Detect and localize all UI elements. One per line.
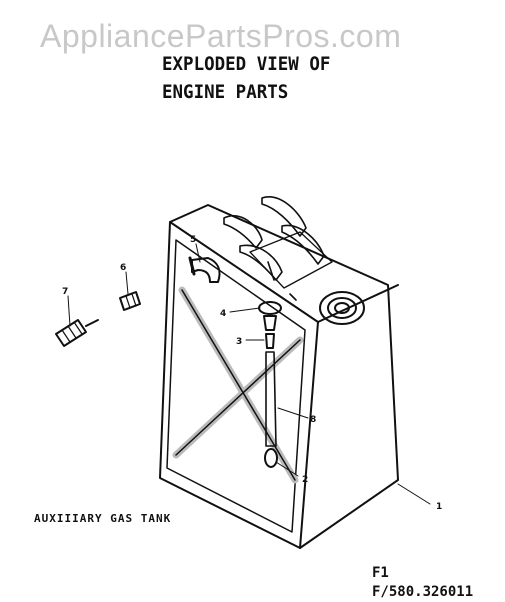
callout-6: 6: [120, 263, 126, 273]
fuel-hose-8: [265, 351, 277, 447]
title-line-1: EXPLODED VIEW OF: [162, 53, 331, 75]
callout-1: 1: [436, 502, 442, 512]
callout-8: 8: [310, 415, 316, 425]
watermark: AppliancePartsPros.com: [40, 18, 402, 54]
leader-4: [229, 307, 261, 313]
title-line-2: ENGINE PARTS: [162, 81, 289, 103]
leader-6: [125, 271, 129, 295]
tank-outline: [159, 204, 399, 549]
filler-cap: [319, 291, 365, 325]
tank-inner-panel: [166, 239, 306, 533]
reference-line-1: F1: [372, 565, 389, 581]
callout-4: 4: [220, 309, 226, 319]
part-caption: AUXIIIARY GAS TANK: [34, 512, 172, 525]
callout-5: 5: [190, 235, 196, 245]
reference-code: F1 F/580.326011: [372, 564, 473, 602]
diagram-title: EXPLODED VIEW OF ENGINE PARTS: [162, 50, 330, 106]
filter-2: [264, 448, 278, 468]
fitting-4: [258, 301, 282, 315]
leader-7: [67, 295, 71, 327]
tank-front-edge: [299, 321, 319, 549]
tank-handles: [223, 196, 325, 281]
fitting-7: [55, 319, 87, 347]
callout-3: 3: [236, 337, 242, 347]
leader-5: [195, 243, 201, 263]
callout-2: 2: [302, 475, 308, 485]
leader-8: [277, 407, 309, 419]
elbow-5: [191, 257, 221, 283]
callout-7: 7: [62, 287, 68, 297]
connector-6: [119, 291, 141, 311]
leader-1: [397, 483, 431, 505]
fitting-3: [265, 333, 275, 349]
reference-line-2: F/580.326011: [372, 584, 474, 600]
leader-2: [275, 461, 299, 477]
